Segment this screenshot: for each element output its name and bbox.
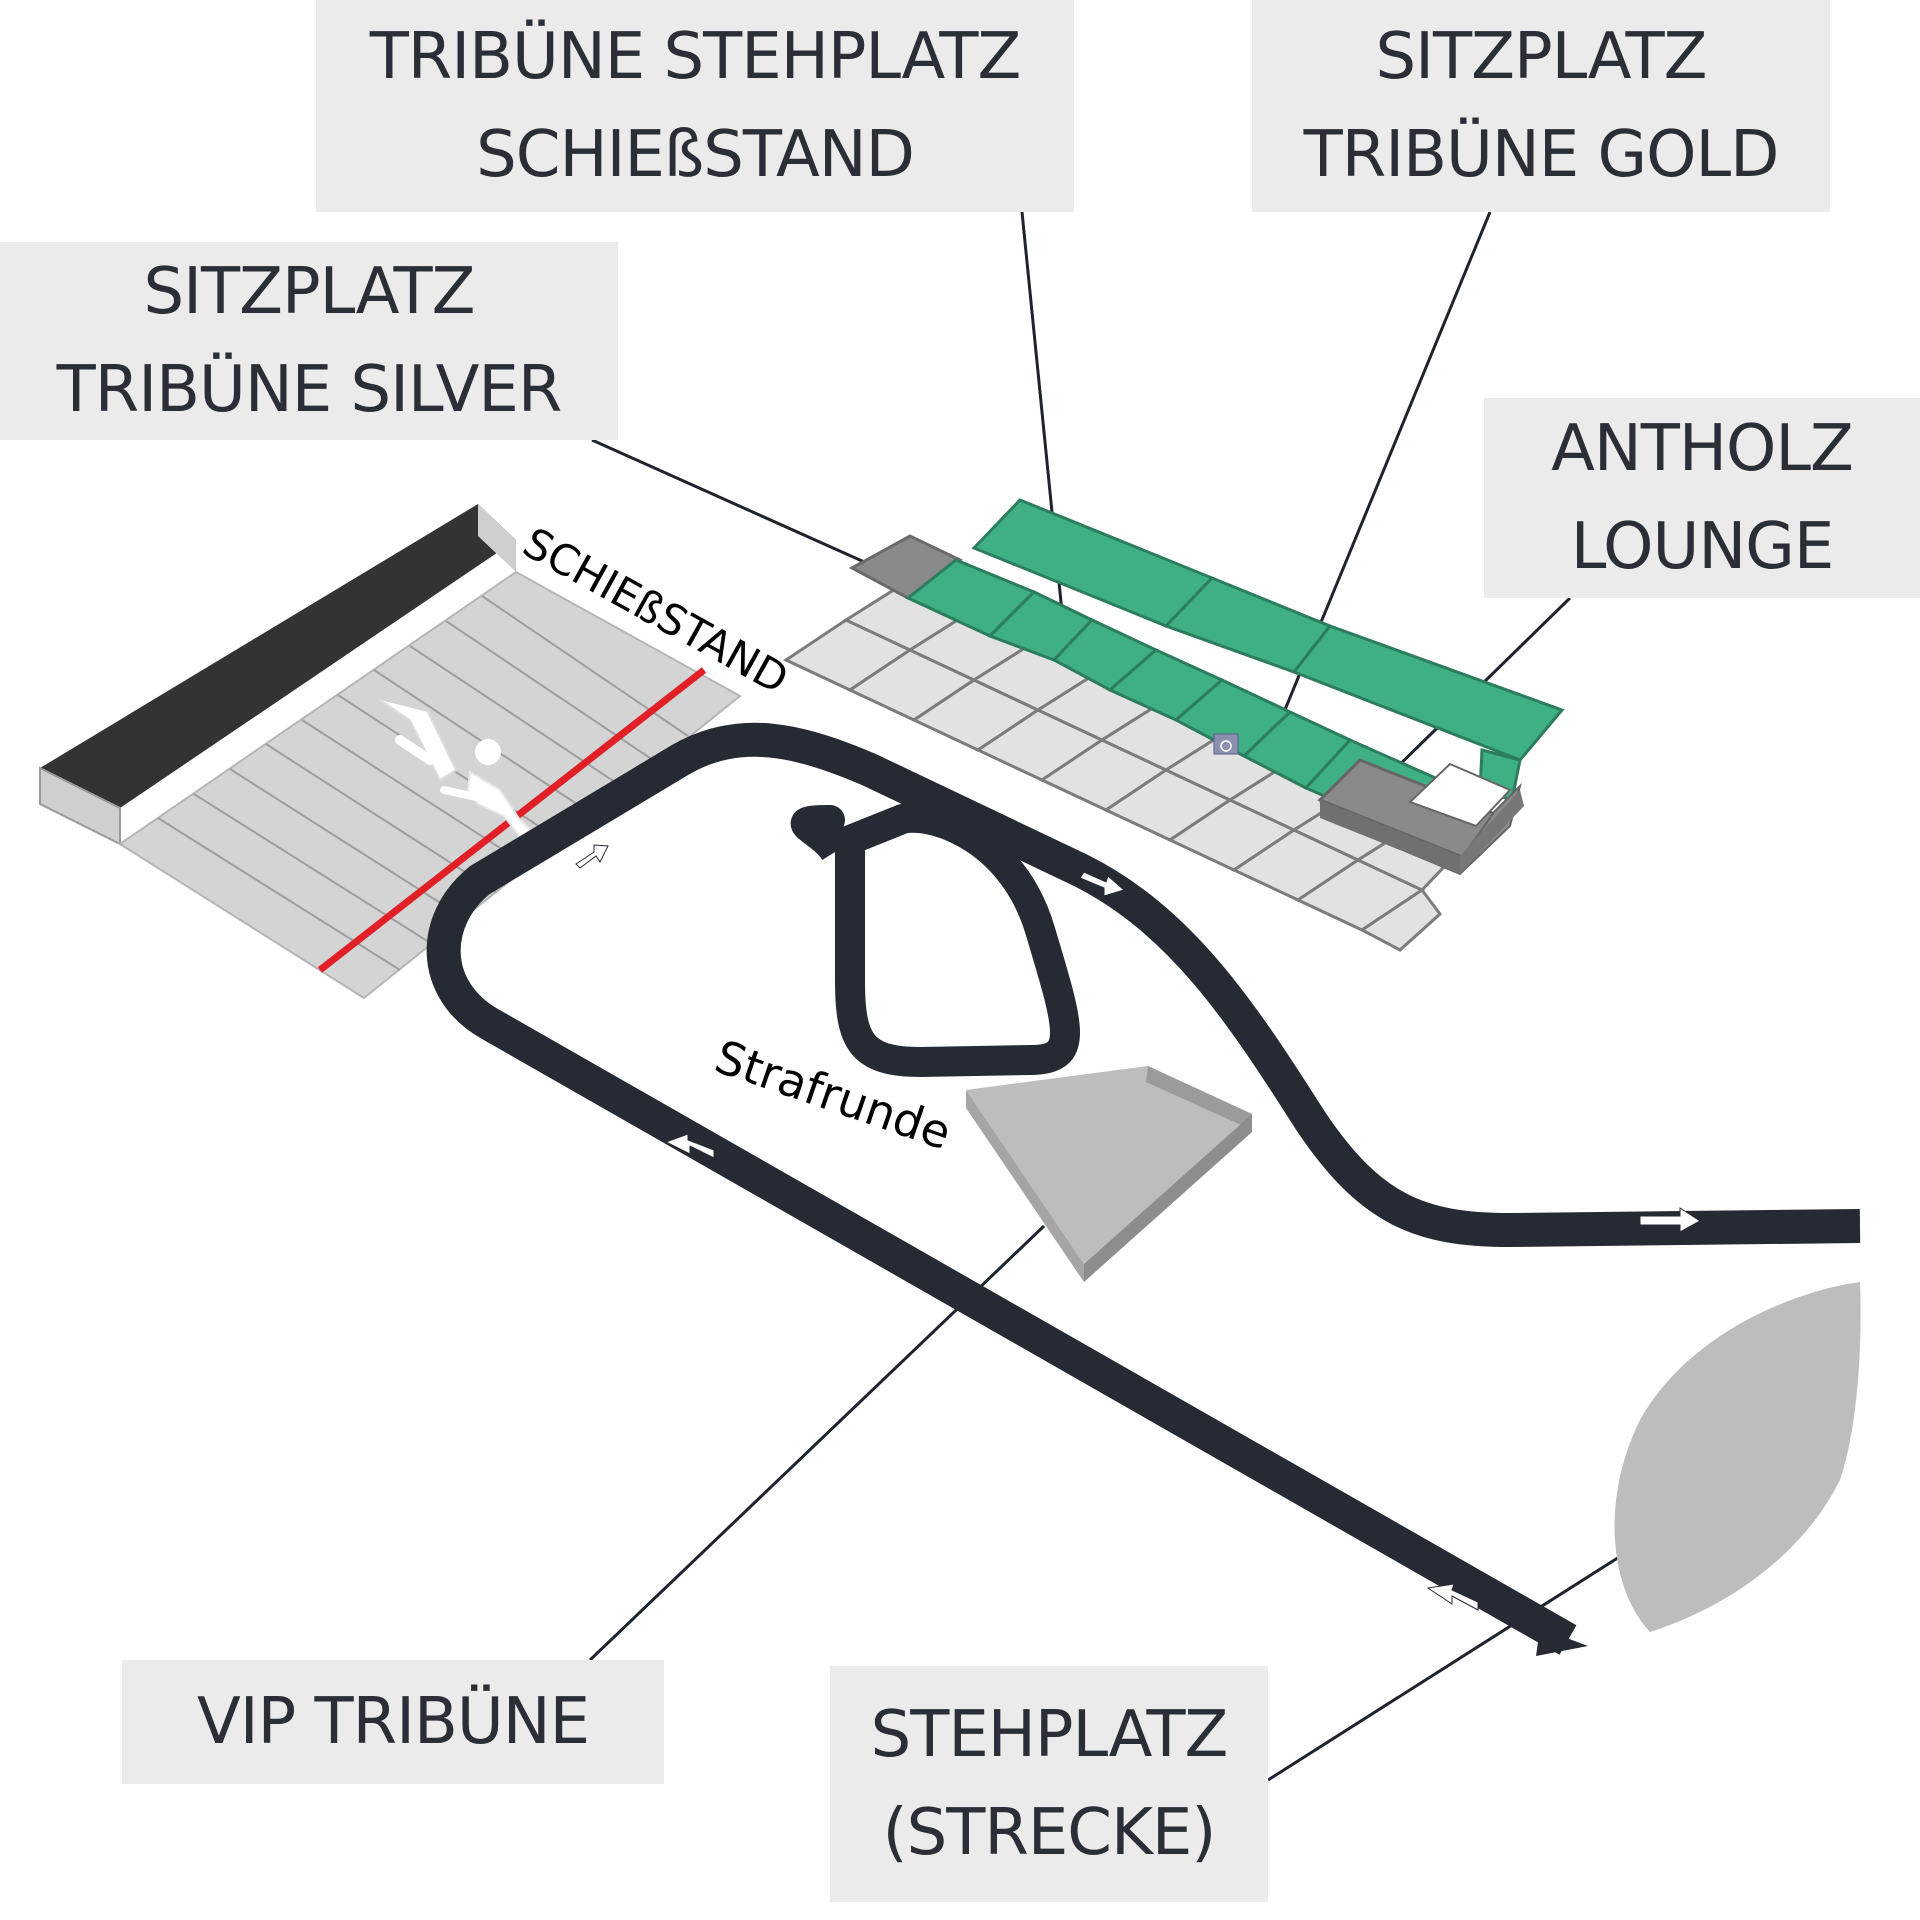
label-stehplatz-strecke[interactable]: STEHPLATZ (STRECKE) (830, 1666, 1268, 1902)
label-line: (STRECKE) (882, 1796, 1217, 1870)
gold-seat-blocks (905, 498, 1565, 830)
label-line: LOUNGE (1570, 510, 1834, 584)
arrow-icon (1426, 1583, 1479, 1611)
antholz-lounge-block (1317, 758, 1524, 876)
label-line: SITZPLATZ (143, 255, 476, 329)
label-line: ANTHOLZ (1551, 412, 1854, 486)
label-antholz-lounge[interactable]: ANTHOLZ LOUNGE (1484, 398, 1920, 598)
track-end-taper (1536, 1628, 1588, 1656)
label-line: SCHIEßSTAND (476, 118, 915, 192)
label-sitzplatz-tribune-silver[interactable]: SITZPLATZ TRIBÜNE SILVER (0, 242, 618, 440)
label-vip-tribune[interactable]: VIP TRIBÜNE (122, 1660, 664, 1784)
connector-sitzplatz-gold (1254, 211, 1492, 781)
label-line: TRIBÜNE SILVER (56, 353, 563, 427)
label-line: VIP TRIBÜNE (196, 1685, 590, 1759)
label-line: TRIBÜNE GOLD (1303, 118, 1780, 192)
label-line: STEHPLATZ (870, 1698, 1229, 1772)
shooting-range-roof-side (478, 504, 516, 572)
grandstand (782, 498, 1565, 952)
strafrunde-loop (790, 802, 1080, 1077)
arrow-icon (664, 1133, 715, 1159)
standing-area-strecke (1614, 1282, 1861, 1632)
connector-lines (588, 211, 1647, 1782)
vip-tribune-block (966, 1066, 1252, 1282)
shooting-range-dark-roof (40, 504, 516, 808)
label-line: TRIBÜNE STEHPLATZ (369, 20, 1022, 94)
direction-arrows (575, 844, 1701, 1611)
standing-tiles (782, 584, 1463, 952)
label-sitzplatz-tribune-gold[interactable]: SITZPLATZ TRIBÜNE GOLD (1252, 0, 1830, 212)
label-line: SITZPLATZ (1375, 20, 1708, 94)
arrow-icon (1079, 871, 1126, 897)
connector-sitzplatz-silver (591, 438, 901, 580)
wheelchair-icon (1213, 733, 1239, 755)
biathlon-shooter-icon (379, 699, 538, 844)
arrow-icon (575, 844, 609, 869)
arrow-icon (1639, 1207, 1701, 1233)
label-tribune-stehplatz-schiessstand[interactable]: TRIBÜNE STEHPLATZ SCHIEßSTAND (316, 0, 1074, 212)
connector-stehplatz-strecke (1267, 1538, 1647, 1782)
silver-seat-block (848, 534, 963, 600)
shooting-range: SCHIEßSTAND (39, 504, 796, 1000)
